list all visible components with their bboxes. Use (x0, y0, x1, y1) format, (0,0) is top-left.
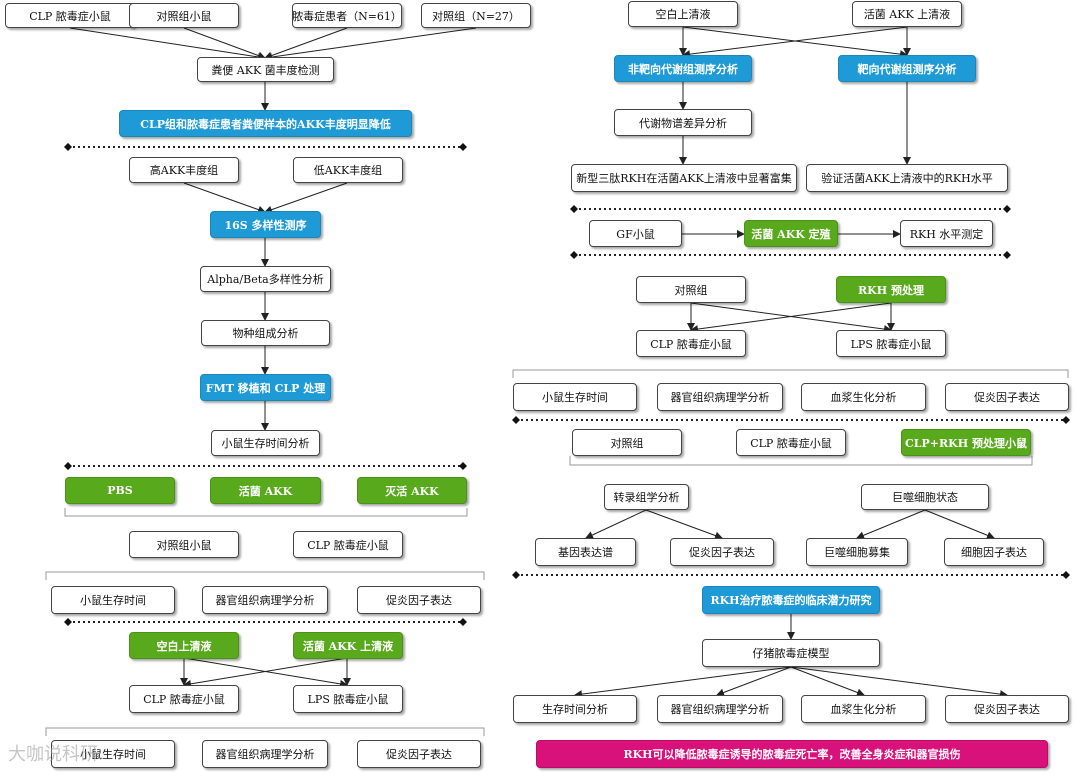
untargeted-metabolomics-node: 非靶向代谢组测序分析 (614, 55, 752, 82)
plasma-1-node: 血浆生化分析 (801, 383, 926, 411)
histopathology-1-node: 器官组织病理学分析 (202, 586, 328, 614)
gf-mouse-node: GF小鼠 (589, 220, 682, 247)
control-group-1-node: 对照组 (636, 276, 746, 303)
pbs-node: PBS (65, 477, 175, 504)
rkh-measure-node: RKH 水平测定 (900, 220, 993, 247)
akk-result-node: CLP组和脓毒症患者粪便样本的AKK丰度明显降低 (119, 110, 412, 137)
targeted-metabolomics-node: 靶向代谢组测序分析 (838, 55, 976, 82)
rkh-enrich-node: 新型三肽RKH在活菌AKK上清液中显著富集 (571, 164, 797, 192)
control-group-2-node: 对照组 (572, 429, 682, 456)
survival-time-2-node: 小鼠生存时间 (51, 740, 175, 768)
rkh-verify-node: 验证活菌AKK上清液中的RKH水平 (806, 164, 1008, 192)
high-akk-node: 高AKK丰度组 (129, 157, 239, 183)
dead-akk-node: 灭活 AKK (357, 477, 467, 504)
metabolite-diff-node: 代谢物谱差异分析 (614, 109, 752, 136)
plasma-2-node: 血浆生化分析 (801, 695, 926, 723)
inflammatory-2-node: 促炎因子表达 (357, 740, 481, 768)
sepsis-patient-node: 脓毒症患者（N=61） (292, 3, 402, 28)
clp-mouse-2-node: CLP 脓毒症小鼠 (293, 531, 403, 558)
fmt-node: FMT 移植和 CLP 处理 (200, 374, 331, 401)
inflammatory-3-node: 促炎因子表达 (945, 383, 1069, 411)
live-sup-1-node: 活菌 AKK 上清液 (293, 632, 403, 659)
histopathology-3-node: 器官组织病理学分析 (657, 383, 783, 411)
clp-mouse-3-node: CLP 脓毒症小鼠 (129, 685, 239, 713)
feces-akk-node: 粪便 AKK 菌丰度检测 (197, 57, 334, 82)
transcriptomics-node: 转录组学分析 (604, 484, 689, 510)
conclusion-node: RKH可以降低脓毒症诱导的脓毒症死亡率，改善全身炎症和器官损伤 (536, 740, 1048, 768)
live-sup-2-node: 活菌 AKK 上清液 (852, 1, 962, 27)
control-mouse-node: 对照组小鼠 (129, 3, 239, 28)
cytokine-node: 细胞因子表达 (944, 538, 1044, 566)
survival-analysis-node: 小鼠生存时间分析 (211, 430, 320, 456)
blank-sup-2-node: 空白上清液 (628, 1, 738, 27)
seq-16s-node: 16S 多样性测序 (210, 211, 321, 238)
watermark: 大咖说科研 (8, 744, 98, 765)
inflammatory-5-node: 促炎因子表达 (945, 695, 1069, 723)
histopathology-2-node: 器官组织病理学分析 (202, 740, 328, 768)
live-akk-node: 活菌 AKK (210, 477, 321, 504)
clp-mouse-5-node: CLP 脓毒症小鼠 (736, 429, 846, 456)
inflammatory-1-node: 促炎因子表达 (357, 586, 481, 614)
blank-sup-1-node: 空白上清液 (129, 632, 239, 659)
control-27-node: 对照组（N=27） (421, 3, 531, 28)
survival-analysis-2-node: 生存时间分析 (513, 695, 637, 723)
rkh-clinical-node: RKH治疗脓毒症的临床潜力研究 (702, 586, 880, 614)
macrophage-state-node: 巨噬细胞状态 (861, 484, 989, 510)
akk-colonization-node: 活菌 AKK 定殖 (744, 220, 838, 247)
piglet-model-node: 仔猪脓毒症模型 (702, 639, 880, 667)
survival-time-1-node: 小鼠生存时间 (51, 586, 175, 614)
lps-mouse-1-node: LPS 脓毒症小鼠 (293, 685, 403, 713)
survival-time-3-node: 小鼠生存时间 (513, 383, 637, 411)
inflammatory-4-node: 促炎因子表达 (670, 538, 774, 566)
control-mouse-2-node: 对照组小鼠 (129, 531, 239, 558)
clp-rkh-node: CLP+RKH 预处理小鼠 (901, 429, 1031, 456)
low-akk-node: 低AKK丰度组 (293, 157, 403, 183)
clp-mouse-node: CLP 脓毒症小鼠 (5, 3, 135, 28)
alpha-beta-node: Alpha/Beta多样性分析 (200, 266, 331, 292)
lps-mouse-2-node: LPS 脓毒症小鼠 (836, 330, 946, 357)
species-node: 物种组成分析 (201, 320, 330, 346)
rkh-pretreat-node: RKH 预处理 (836, 276, 946, 303)
macrophage-recruit-node: 巨噬细胞募集 (806, 538, 908, 566)
gene-expression-node: 基因表达谱 (535, 538, 636, 566)
clp-mouse-4-node: CLP 脓毒症小鼠 (636, 330, 746, 357)
histopathology-4-node: 器官组织病理学分析 (657, 695, 783, 723)
